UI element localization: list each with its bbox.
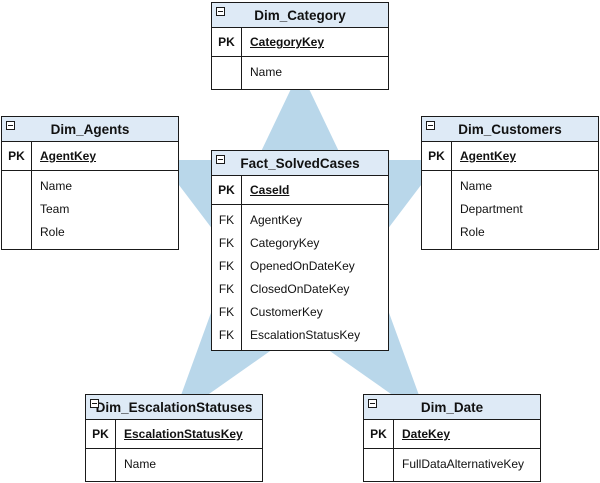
dim-date-field: FullDataAlternativeKey [402, 456, 525, 471]
pk-label: PK [212, 28, 242, 56]
pk-label: PK [86, 420, 116, 448]
pk-label: PK [364, 420, 394, 448]
dim-customers-title: Dim_Customers [458, 121, 562, 137]
fk-label: FK [218, 258, 235, 273]
dim-category-fields: Name [212, 57, 388, 90]
collapse-icon[interactable] [216, 7, 225, 16]
dim-customers-field: Name [460, 178, 493, 193]
dim-customers-fields: Name Department Role [422, 171, 598, 250]
dim-escalation-statuses-title: Dim_EscalationStatuses [95, 399, 253, 415]
collapse-icon[interactable] [90, 399, 99, 408]
dim-date-fields: FullDataAlternativeKey [364, 449, 540, 482]
dim-agents-table[interactable]: Dim_Agents PK AgentKey Name Team Role [1, 116, 179, 250]
dim-customers-field: Department [460, 201, 523, 216]
dim-escalation-fields: Name [86, 449, 262, 482]
pk-label: PK [422, 142, 452, 170]
dim-escalation-statuses-header: Dim_EscalationStatuses [86, 395, 262, 420]
fact-pk-field: CaseId [250, 183, 290, 197]
fact-fk-field: AgentKey [250, 212, 303, 227]
dim-category-table[interactable]: Dim_Category PK CategoryKey Name [211, 2, 389, 90]
fact-solved-cases-table[interactable]: Fact_SolvedCases PK CaseId FK FK FK FK F… [211, 150, 389, 351]
dim-date-title: Dim_Date [420, 399, 484, 415]
dim-agents-pk-row: PK AgentKey [2, 142, 178, 171]
dim-category-title: Dim_Category [254, 7, 346, 23]
dim-agents-field: Role [40, 224, 65, 239]
fact-fk-field: ClosedOnDateKey [250, 281, 350, 296]
dim-category-pk-row: PK CategoryKey [212, 28, 388, 57]
fk-label: FK [218, 281, 235, 296]
pk-label: PK [2, 142, 32, 170]
collapse-icon[interactable] [216, 155, 225, 164]
dim-category-header: Dim_Category [212, 3, 388, 28]
fact-solved-cases-header: Fact_SolvedCases [212, 151, 388, 176]
dim-date-pk-row: PK DateKey [364, 420, 540, 449]
dim-agents-header: Dim_Agents [2, 117, 178, 142]
dim-customers-field: Role [460, 224, 485, 239]
pk-label: PK [212, 176, 242, 204]
dim-category-pk-field: CategoryKey [250, 35, 325, 49]
dim-agents-fields: Name Team Role [2, 171, 178, 250]
collapse-icon[interactable] [6, 121, 15, 130]
dim-escalation-statuses-table[interactable]: Dim_EscalationStatuses PK EscalationStat… [85, 394, 263, 482]
fact-solved-cases-title: Fact_SolvedCases [240, 155, 360, 171]
dim-agents-field: Team [40, 201, 70, 216]
dim-customers-header: Dim_Customers [422, 117, 598, 142]
dim-agents-field: Name [40, 178, 73, 193]
dim-agents-title: Dim_Agents [50, 121, 130, 137]
fact-fk-field: OpenedOnDateKey [250, 258, 355, 273]
fk-label: FK [218, 327, 235, 342]
fk-label: FK [218, 235, 235, 250]
dim-date-pk-field: DateKey [402, 427, 451, 441]
dim-category-field: Name [250, 64, 283, 79]
dim-escalation-pk-field: EscalationStatusKey [124, 427, 243, 441]
fact-fk-fields: FK FK FK FK FK FK AgentKey CategoryKey O… [212, 205, 388, 351]
fact-fk-field: EscalationStatusKey [250, 327, 361, 342]
dim-date-header: Dim_Date [364, 395, 540, 420]
dim-customers-pk-row: PK AgentKey [422, 142, 598, 171]
collapse-icon[interactable] [426, 121, 435, 130]
dim-escalation-field: Name [124, 456, 157, 471]
dim-date-table[interactable]: Dim_Date PK DateKey FullDataAlternativeK… [363, 394, 541, 482]
dim-escalation-pk-row: PK EscalationStatusKey [86, 420, 262, 449]
fact-fk-field: CustomerKey [250, 304, 323, 319]
fk-label: FK [218, 304, 235, 319]
dim-customers-pk-field: AgentKey [460, 149, 517, 163]
fact-pk-row: PK CaseId [212, 176, 388, 205]
dim-customers-table[interactable]: Dim_Customers PK AgentKey Name Departmen… [421, 116, 599, 250]
fk-label: FK [218, 212, 235, 227]
collapse-icon[interactable] [368, 399, 377, 408]
fact-fk-field: CategoryKey [250, 235, 320, 250]
dim-agents-pk-field: AgentKey [40, 149, 97, 163]
